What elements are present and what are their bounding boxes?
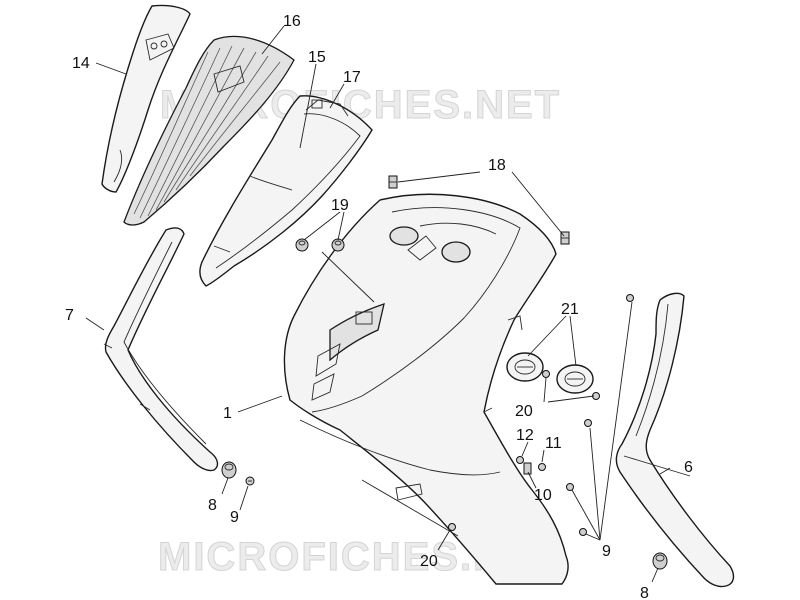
callout-7: 7	[65, 307, 74, 324]
callout-20-upper: 20	[515, 403, 533, 420]
callout-8-right: 8	[640, 585, 649, 600]
part-18-clip-left	[388, 175, 398, 189]
part-8-cap-right	[652, 552, 668, 570]
callout-16: 16	[283, 13, 301, 30]
part-21-cap-left	[506, 352, 544, 382]
part-9-screw-left	[245, 476, 255, 486]
callout-6: 6	[684, 459, 693, 476]
callout-10: 10	[534, 487, 552, 504]
callout-9-right: 9	[602, 543, 611, 560]
callout-1: 1	[223, 405, 232, 422]
part-16-grille	[123, 35, 295, 226]
leader-lines	[85, 25, 671, 583]
part-11-screw	[538, 463, 546, 471]
part-1-front-shield	[283, 193, 569, 585]
part-17-frame	[199, 95, 373, 287]
part-14-cover-strip	[101, 4, 191, 193]
part-20-screw-a	[542, 370, 550, 378]
part-19-grommet-left	[295, 238, 309, 252]
callout-15: 15	[308, 49, 326, 66]
part-8-cap-left	[221, 461, 237, 479]
callout-17: 17	[343, 69, 361, 86]
part-20-screw-bottom	[448, 523, 456, 531]
callout-20-lower: 20	[420, 553, 438, 570]
part-9-screw-right-3	[566, 483, 574, 491]
callout-8-left: 8	[208, 497, 217, 514]
callout-9-left: 9	[230, 509, 239, 526]
part-6-side-panel	[615, 292, 735, 588]
callout-12: 12	[516, 427, 534, 444]
part-9-screw-right-4	[579, 528, 587, 536]
part-10-clip	[523, 462, 532, 475]
callout-19: 19	[331, 197, 349, 214]
part-12-screw	[516, 456, 524, 464]
part-9-screw-right-1	[626, 294, 634, 302]
part-7-side-trim	[103, 227, 219, 472]
callout-14: 14	[72, 55, 90, 72]
callout-11: 11	[545, 435, 562, 452]
part-18-clip-right	[560, 231, 570, 245]
callout-18: 18	[488, 157, 506, 174]
callout-21: 21	[561, 301, 579, 318]
part-21-cap-right	[556, 364, 594, 394]
part-9-screw-right-2	[584, 419, 592, 427]
part-19-grommet-right	[331, 238, 345, 252]
